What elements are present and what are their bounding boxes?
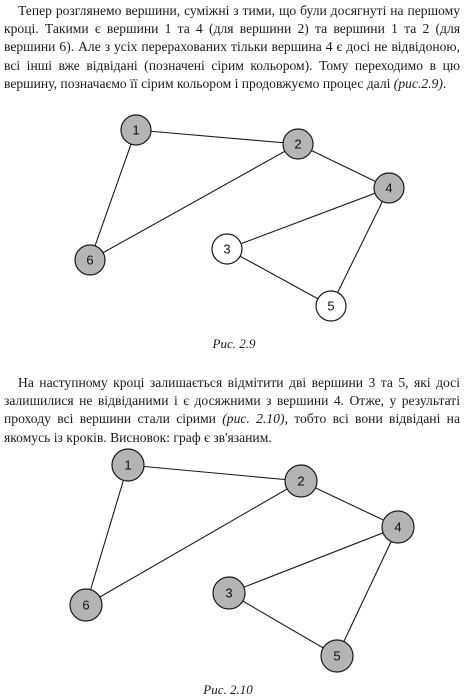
paragraph-2-text-b: , тобто всі вони відвідані на якомусь із… (4, 411, 460, 445)
vertex-label: 1 (124, 458, 131, 473)
vertex-circle (282, 128, 314, 160)
vertex-circle (120, 114, 152, 146)
graph-edges (89, 129, 390, 307)
vertex-circle (212, 576, 246, 610)
edge-4-3 (228, 526, 399, 594)
edge-2-6 (85, 480, 302, 606)
edge-1-6 (85, 464, 129, 606)
edge-3-5 (228, 592, 338, 657)
graph-figure-2-10: 1 2 4 3 6 5 (69, 448, 415, 673)
figure-reference-2-9: (рис.2.9) (393, 75, 443, 91)
graph-vertices: 1 2 4 3 6 5 (69, 448, 415, 673)
graph-vertices: 1 2 4 3 6 5 (74, 114, 405, 322)
graph-vertex-4: 4 (381, 510, 415, 544)
graph-vertex-4: 4 (373, 172, 405, 204)
edge-2-4 (300, 480, 399, 528)
vertex-circle (74, 244, 106, 276)
vertex-circle (315, 290, 347, 322)
paragraph-1: Тепер розглянемо вершини, суміжні з тими… (4, 2, 460, 93)
graph-vertex-2: 2 (284, 464, 318, 498)
vertex-label: 3 (223, 242, 230, 257)
paragraph-2: На наступному кроці залишається відмітит… (4, 374, 460, 447)
vertex-circle (69, 588, 103, 622)
graph-vertex-3: 3 (211, 233, 243, 265)
paragraph-2-text-a: На наступному кроці залишається відмітит… (4, 375, 460, 427)
edge-3-5 (226, 248, 332, 307)
figure-caption-2-9: Рис. 2.9 (212, 336, 256, 351)
vertex-circle (381, 510, 415, 544)
vertex-label: 4 (385, 181, 392, 196)
vertex-label: 3 (225, 586, 232, 601)
graph-figure-2-9: 1 2 4 3 6 5 (74, 114, 405, 322)
paragraph-1-text-a: Тепер розглянемо вершини, суміжні з тими… (4, 3, 460, 91)
graph-vertex-6: 6 (74, 244, 106, 276)
graph-vertex-2: 2 (282, 128, 314, 160)
vertex-label: 6 (86, 253, 93, 268)
vertex-circle (320, 639, 354, 673)
edge-1-2 (127, 464, 302, 482)
graph-vertex-5: 5 (320, 639, 354, 673)
edge-4-5 (330, 187, 390, 307)
graph-vertex-5: 5 (315, 290, 347, 322)
graph-edges (85, 464, 399, 657)
graph-vertex-6: 6 (69, 588, 103, 622)
edge-2-6 (89, 143, 299, 261)
edge-1-2 (135, 129, 299, 145)
paragraph-1-text-b: . (442, 75, 447, 91)
vertex-circle (111, 448, 145, 482)
edge-2-4 (297, 143, 390, 189)
edge-4-5 (336, 526, 399, 657)
vertex-label: 2 (294, 137, 301, 152)
vertex-label: 4 (394, 520, 401, 535)
vertex-label: 1 (132, 123, 139, 138)
vertex-circle (373, 172, 405, 204)
vertex-label: 2 (297, 474, 304, 489)
figure-reference-2-10: (рис. 2.10) (222, 411, 285, 427)
edge-1-6 (89, 129, 137, 261)
vertex-label: 5 (327, 299, 334, 314)
edge-4-3 (226, 187, 390, 250)
graph-vertex-1: 1 (120, 114, 152, 146)
graph-vertex-1: 1 (111, 448, 145, 482)
vertex-label: 5 (333, 649, 340, 664)
vertex-circle (284, 464, 318, 498)
vertex-label: 6 (82, 598, 89, 613)
graph-vertex-3: 3 (212, 576, 246, 610)
figure-caption-2-10: Рис. 2.10 (203, 682, 253, 697)
vertex-circle (211, 233, 243, 265)
